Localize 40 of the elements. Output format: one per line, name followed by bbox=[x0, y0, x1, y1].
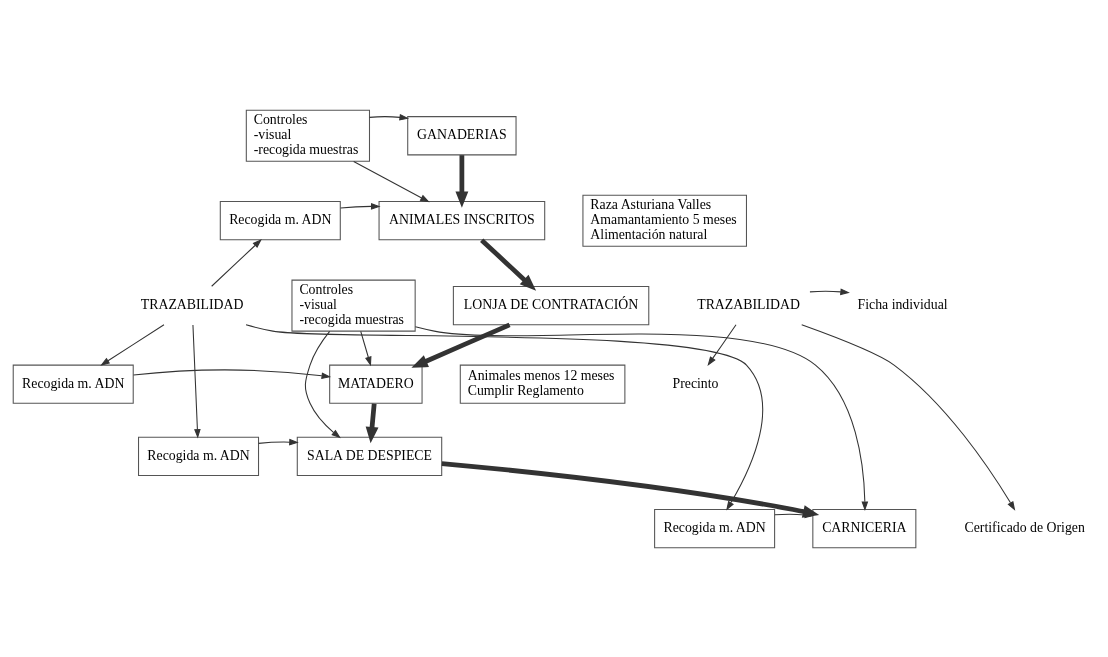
arrow bbox=[133, 368, 332, 379]
arrow bbox=[774, 511, 815, 518]
node-text: TRAZABILIDAD bbox=[140, 296, 244, 312]
node-box: Controles -visual -recogida muestras bbox=[291, 279, 416, 332]
arrow bbox=[809, 288, 850, 295]
node-box: CARNICERIA bbox=[812, 508, 917, 548]
node-box: Recogida m. ADN bbox=[138, 436, 260, 476]
arrow bbox=[360, 330, 372, 366]
arrow bbox=[480, 237, 537, 291]
arrow bbox=[455, 154, 469, 208]
arrow bbox=[304, 330, 341, 438]
node-box: SALA DE DESPIECE bbox=[296, 436, 443, 476]
node-box: Recogida m. ADN bbox=[12, 364, 134, 404]
arrow bbox=[258, 438, 299, 445]
node-box: MATADERO bbox=[329, 364, 423, 404]
arrow bbox=[353, 160, 430, 202]
node-box: Recogida m. ADN bbox=[654, 508, 776, 548]
arrow bbox=[411, 322, 511, 368]
node-text: Ficha individual bbox=[857, 296, 948, 312]
node-box: Raza Asturiana Valles Amamantamiento 5 meses Alimentación natural bbox=[582, 194, 747, 247]
node-box: Controles -visual -recogida muestras bbox=[245, 109, 370, 162]
arrow bbox=[801, 323, 1016, 511]
arrow bbox=[707, 323, 737, 366]
node-text: TRAZABILIDAD bbox=[697, 296, 800, 312]
arrow bbox=[365, 402, 379, 443]
arrow bbox=[441, 460, 820, 518]
node-text: Certificado de Origen bbox=[964, 519, 1085, 535]
node-box: LONJA DE CONTRATACIÓN bbox=[452, 285, 650, 325]
arrow bbox=[245, 323, 764, 511]
node-box: GANADERIAS bbox=[407, 115, 517, 155]
arrow bbox=[340, 202, 381, 210]
arrow bbox=[100, 323, 165, 366]
node-box: Recogida m. ADN bbox=[219, 200, 341, 240]
arrow bbox=[211, 238, 262, 287]
arrow bbox=[414, 325, 869, 511]
node-text: Precinto bbox=[672, 375, 719, 391]
node-box: ANIMALES INSCRITOS bbox=[378, 200, 546, 240]
node-box: Animales menos 12 meses Cumplir Reglamento bbox=[459, 364, 626, 404]
arrow bbox=[369, 113, 410, 121]
arrow bbox=[192, 323, 201, 439]
